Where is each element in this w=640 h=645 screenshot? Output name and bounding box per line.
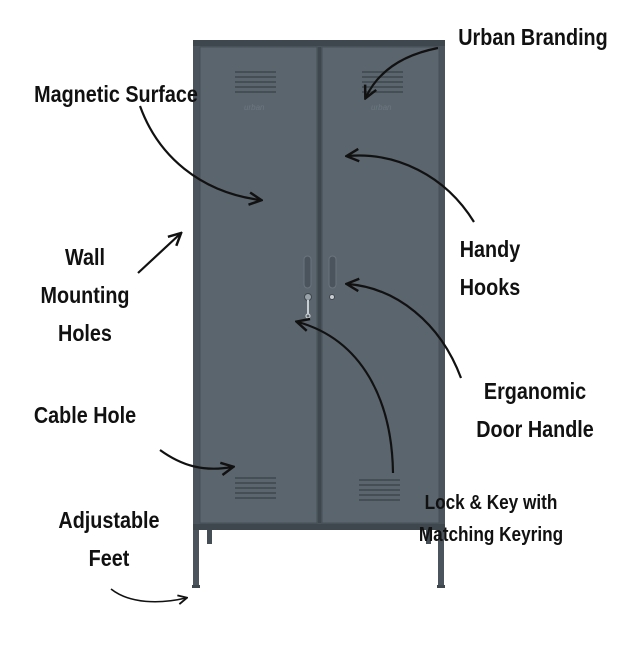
label-feet-line-1: Adjustable (58, 507, 160, 533)
label-wall-line-1: Wall (65, 244, 105, 270)
door-handle-right (328, 255, 337, 289)
keyhole-right (329, 294, 335, 300)
label-feet-line-2: Feet (88, 545, 130, 571)
label-handle-line-1: Erganomic (483, 378, 587, 404)
label-hooks-line-1: Handy (459, 236, 521, 262)
label-hooks-line-2: Hooks (459, 274, 521, 300)
leg-front-right (438, 526, 444, 588)
label-magnetic-surface: Magnetic Surface (34, 81, 198, 107)
leg-back-left (207, 526, 212, 544)
cabinet-top (193, 40, 445, 46)
arrow-lock-key (298, 322, 395, 474)
label-adjustable-feet: Adjustable Feet (41, 501, 177, 577)
label-cable-hole: Cable Hole (33, 402, 137, 428)
arrow-handy-hooks (348, 156, 475, 223)
arrow-magnetic-surface (138, 105, 260, 200)
arrow-urban-branding (366, 46, 439, 97)
label-wall-mounting-holes: Wall Mounting Holes (21, 238, 150, 352)
label-urban-branding: Urban Branding (458, 24, 608, 50)
arrow-wall-mounting (137, 234, 180, 274)
label-ergonomic-door-handle: Erganomic Door Handle (453, 372, 616, 448)
label-lock-key-keyring: Lock & Key with Matching Keyring (402, 487, 579, 551)
arrow-adjustable-feet (110, 588, 186, 602)
label-handy-hooks: Handy Hooks (430, 230, 550, 306)
door-handle-left (303, 255, 312, 289)
vent-top-left (235, 71, 276, 93)
leg-back-right (426, 526, 431, 544)
arrow-cable-hole (159, 449, 232, 469)
vent-bottom-right (359, 479, 400, 501)
label-lock-line-2: Matching Keyring (418, 524, 564, 546)
label-wall-line-2: Mounting (40, 282, 130, 308)
arrow-ergonomic-handle (348, 284, 463, 379)
vent-bottom-left (235, 477, 276, 499)
label-wall-line-3: Holes (58, 320, 112, 346)
brand-mark-left: urban (244, 103, 265, 112)
foot-right (437, 585, 445, 588)
brand-mark-right: urban (371, 103, 392, 112)
door-left (199, 46, 318, 524)
cabinet-base (193, 524, 445, 530)
label-lock-line-1: Lock & Key with (424, 492, 558, 514)
door-right (321, 46, 440, 524)
leg-front-left (193, 526, 199, 588)
lock-cylinder (304, 293, 312, 301)
foot-left (192, 585, 200, 588)
label-handle-line-2: Door Handle (476, 416, 594, 442)
